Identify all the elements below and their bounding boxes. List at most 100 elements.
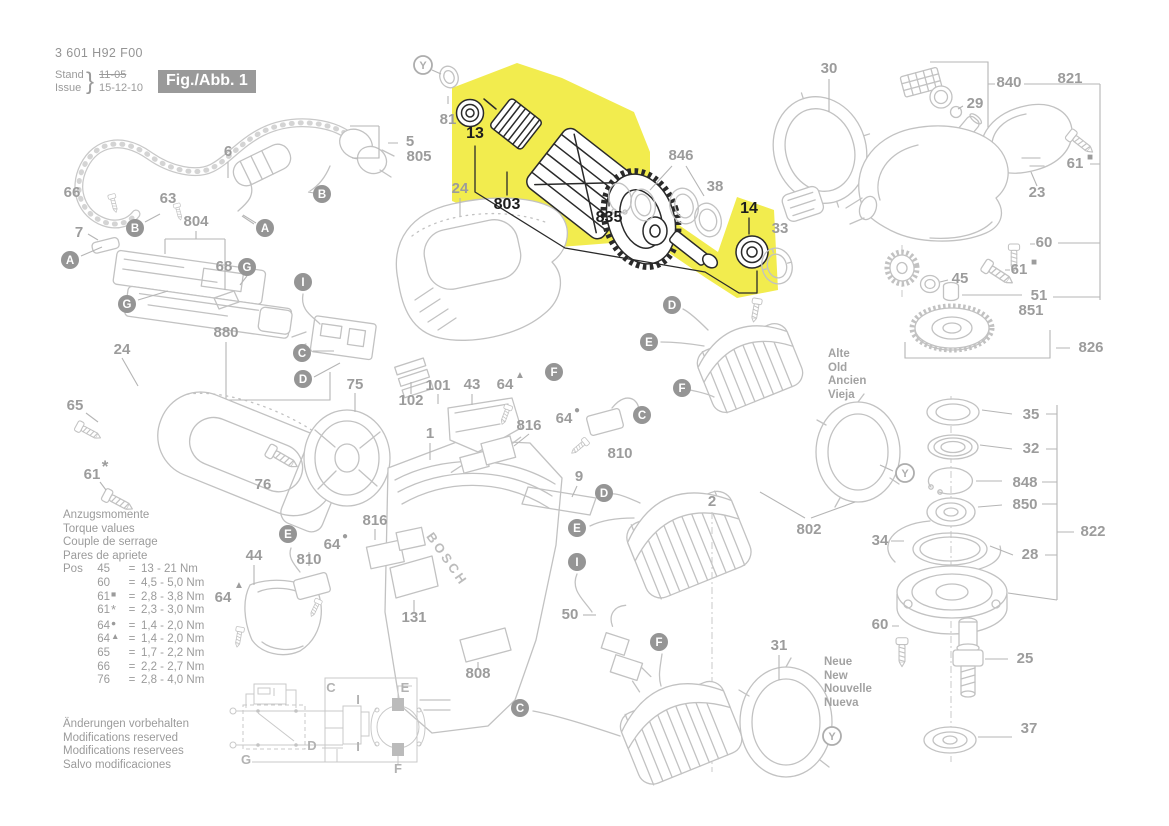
part-label-24: 24 <box>114 341 131 358</box>
rings-846-38-33 <box>608 165 793 324</box>
part-label-45: 45 <box>952 270 969 287</box>
switch-assembly-drawing <box>80 192 377 401</box>
part-label-840: 840 <box>996 74 1021 91</box>
torque-row: 61■=2,8 - 3,8 Nm <box>97 588 205 603</box>
part-label-7: 7 <box>75 224 83 241</box>
connection-letter-E: E <box>640 333 658 351</box>
old-version-line: Vieja <box>828 388 855 401</box>
brush-gear-small-parts <box>289 357 640 619</box>
part-label-30: 30 <box>821 60 838 77</box>
connection-letter-F: F <box>650 633 668 651</box>
connection-letter-G: G <box>118 295 136 313</box>
part-label-61: 61 <box>84 466 101 483</box>
svg-text:G: G <box>243 262 252 274</box>
part-label-marker: ■ <box>1031 257 1037 268</box>
part-label-29: 29 <box>967 95 984 112</box>
schematic-letter-F: F <box>394 761 402 776</box>
connection-letter-F: F <box>673 379 691 397</box>
part-label-6: 6 <box>224 143 232 160</box>
part-label-848: 848 <box>1012 474 1037 491</box>
svg-text:F: F <box>550 367 557 379</box>
part-label-64: 64 <box>497 376 514 393</box>
part-label-808: 808 <box>465 665 490 682</box>
svg-text:A: A <box>66 255 74 267</box>
part-label-60: 60 <box>1036 234 1053 251</box>
part-label-34: 34 <box>872 532 889 549</box>
connection-letter-C: C <box>511 699 529 717</box>
schematic-letter-E: E <box>401 680 410 695</box>
svg-text:F: F <box>655 637 662 649</box>
part-label-66: 66 <box>64 184 81 201</box>
part-label-880: 880 <box>213 324 238 341</box>
connection-letter-D: D <box>595 484 613 502</box>
svg-text:D: D <box>600 488 608 500</box>
housing-shell-drawing <box>395 197 568 341</box>
part-label-68: 68 <box>216 258 233 275</box>
part-label-851: 851 <box>1018 302 1043 319</box>
part-label-1: 1 <box>426 425 434 442</box>
svg-text:E: E <box>284 529 292 541</box>
part-label-51: 51 <box>1031 287 1048 304</box>
part-label-5: 5 <box>406 133 414 150</box>
part-label-102: 102 <box>398 392 423 409</box>
connection-letter-C: C <box>293 344 311 362</box>
svg-text:D: D <box>299 374 307 386</box>
torque-title-line: Pares de apriete <box>63 549 148 562</box>
part-label-835: 835 <box>596 209 623 226</box>
new-version-line: New <box>824 669 848 682</box>
part-label-810: 810 <box>607 445 632 462</box>
part-label-23: 23 <box>1029 184 1046 201</box>
part-label-14: 14 <box>740 200 758 217</box>
part-label-marker: ▲ <box>515 370 525 381</box>
part-label-64: 64 <box>556 410 573 427</box>
part-label-44: 44 <box>246 547 263 564</box>
modifications-line: Änderungen vorbehalten <box>63 718 189 730</box>
connection-letter-G: G <box>238 258 256 276</box>
torque-row: 61*=2,3 - 3,0 Nm <box>97 602 205 618</box>
torque-row: 60=4,5 - 5,0 Nm <box>97 576 205 589</box>
svg-text:I: I <box>301 277 304 289</box>
svg-text:I: I <box>575 557 578 569</box>
part-label-38: 38 <box>707 178 724 195</box>
gear-housing-drawing <box>845 125 1070 359</box>
spindle-column-drawing <box>887 396 1074 762</box>
new-version-line: Nueva <box>824 696 859 709</box>
part-label-marker: ▲ <box>234 580 244 591</box>
modifications-line: Modifications reserved <box>63 731 179 744</box>
part-label-33: 33 <box>772 220 789 237</box>
part-label-9: 9 <box>575 468 583 485</box>
torque-title-line: Torque values <box>63 522 135 535</box>
part-label-822: 822 <box>1080 523 1105 540</box>
part-label-804: 804 <box>183 213 209 230</box>
issue-label: Issue <box>55 82 82 94</box>
part-label-marker: ● <box>574 405 580 416</box>
torque-title-line: Couple de serrage <box>63 536 158 549</box>
svg-text:E: E <box>645 337 653 349</box>
old-date: 11-05 <box>99 69 127 81</box>
torque-row: 76=2,8 - 4,0 Nm <box>97 674 205 687</box>
part-label-850: 850 <box>1012 496 1037 513</box>
old-version-line: Old <box>828 361 848 374</box>
svg-text:D: D <box>668 300 676 312</box>
torque-title-line: Anzugsmomente <box>63 509 150 521</box>
modifications-line: Modifications reservees <box>63 745 184 758</box>
part-label-63: 63 <box>160 190 177 207</box>
stator-drawings <box>532 308 901 786</box>
spindle-25 <box>952 617 984 698</box>
part-label-64: 64 <box>215 589 232 606</box>
bearing-cover-30-drawing <box>772 79 871 222</box>
side-handle-drawing <box>73 357 352 533</box>
part-label-31: 31 <box>771 637 788 654</box>
part-label-43: 43 <box>464 376 481 393</box>
connection-letter-B: B <box>313 185 331 203</box>
part-label-816: 816 <box>516 417 541 434</box>
part-label-2: 2 <box>708 493 716 510</box>
part-label-25: 25 <box>1017 650 1034 667</box>
schematic-letter-C: C <box>326 680 336 695</box>
fan-baffle-drawing <box>303 393 391 507</box>
svg-text:C: C <box>298 348 306 360</box>
old-version-line: Ancien <box>828 375 867 388</box>
